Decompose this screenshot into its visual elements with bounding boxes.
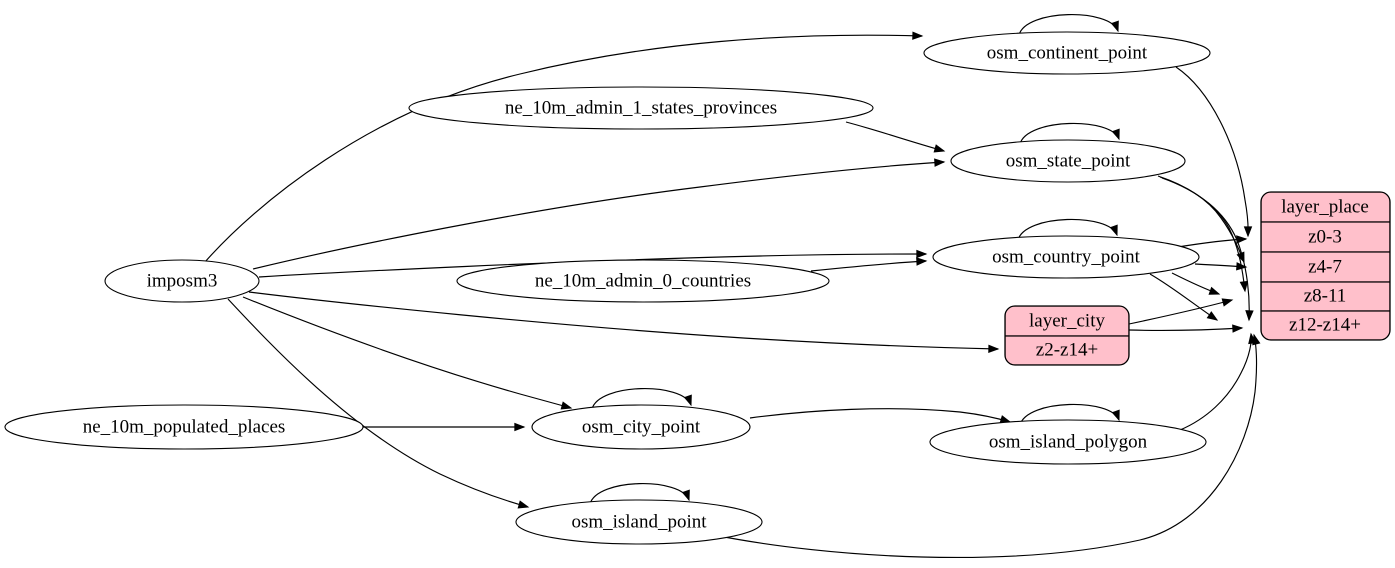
node-osm-island-point[interactable]: osm_island_point — [515, 499, 763, 545]
node-osm-island-polygon[interactable]: osm_island_polygon — [929, 419, 1207, 465]
node-ne-10m-admin-1-states-provinces[interactable]: ne_10m_admin_1_states_provinces — [408, 86, 874, 130]
edge-osm-city-point-to-osm-island-polygon — [749, 408, 1012, 424]
node-ne-10m-admin-0-countries[interactable]: ne_10m_admin_0_countries — [456, 259, 830, 303]
record-row-layer-place-z4-7[interactable] — [1261, 251, 1390, 283]
edge-imposm3-to-osm-island-point — [227, 298, 530, 509]
record-row-layer-city-z2-z14[interactable] — [1005, 335, 1129, 365]
edge-imposm3-to-osm-country-point — [258, 249, 928, 278]
record-row-layer-city-header[interactable] — [1005, 306, 1129, 337]
edge-self-loop-osm-state-point — [1019, 122, 1120, 145]
record-node-layer-city[interactable]: layer_city z2-z14+ — [1004, 305, 1130, 366]
edge-imposm3-to-layer-city — [248, 291, 1000, 354]
record-node-layer-place[interactable]: layer_place z0-3 z4-7 z8-11 z12-z14+ — [1260, 191, 1391, 341]
edge-self-loop-osm-island-point — [589, 483, 690, 505]
edge-self-loop-osm-country-point — [1017, 218, 1118, 241]
node-osm-city-point[interactable]: osm_city_point — [531, 404, 751, 450]
edge-self-loop-osm-continent-point — [1018, 14, 1119, 36]
edge-osm-country-point-to-layer-place-z12-z14 — [1149, 273, 1219, 321]
edge-imposm3-to-osm-continent-point — [204, 31, 924, 263]
node-osm-state-point[interactable]: osm_state_point — [950, 139, 1186, 183]
record-row-layer-place-z12-z14[interactable] — [1261, 310, 1390, 340]
node-ne-10m-populated-places[interactable]: ne_10m_populated_places — [4, 404, 364, 450]
edge-layer — [204, 14, 1261, 559]
edge-layer-city-to-layer-place-z8-11 — [1128, 298, 1234, 325]
edge-osm-country-point-to-layer-place-z4-7 — [1194, 262, 1248, 271]
node-osm-continent-point[interactable]: osm_continent_point — [923, 31, 1211, 75]
record-row-layer-place-header[interactable] — [1261, 192, 1390, 223]
edge-ne-countries-to-osm-country-point — [810, 257, 928, 272]
edge-self-loop-osm-city-point — [591, 388, 692, 410]
record-row-layer-place-z0-3[interactable] — [1261, 221, 1390, 253]
record-row-layer-place-z8-11[interactable] — [1261, 281, 1390, 312]
edge-osm-island-polygon-to-layer-place-z12-z14 — [1179, 332, 1257, 431]
edge-osm-country-point-to-layer-place-z8-11 — [1171, 272, 1221, 295]
edge-osm-country-point-to-layer-place-z0-3 — [1177, 235, 1248, 248]
edge-self-loop-osm-island-polygon — [1019, 403, 1120, 426]
edge-imposm3-to-osm-state-point — [252, 158, 946, 270]
node-osm-country-point[interactable]: osm_country_point — [932, 235, 1200, 279]
node-layer: imposm3 ne_10m_admin_1_states_provinces … — [4, 31, 1391, 545]
edge-imposm3-to-osm-city-point — [242, 296, 573, 410]
edge-osm-island-point-to-layer-place-z12-z14 — [713, 333, 1261, 559]
edge-ne-states-to-osm-state-point — [845, 121, 946, 153]
node-imposm3[interactable]: imposm3 — [104, 259, 260, 303]
edge-osm-continent-point-to-layer-place-z0-3 — [1175, 66, 1253, 238]
edge-layer-city-to-layer-place-z12-z14 — [1128, 324, 1244, 333]
